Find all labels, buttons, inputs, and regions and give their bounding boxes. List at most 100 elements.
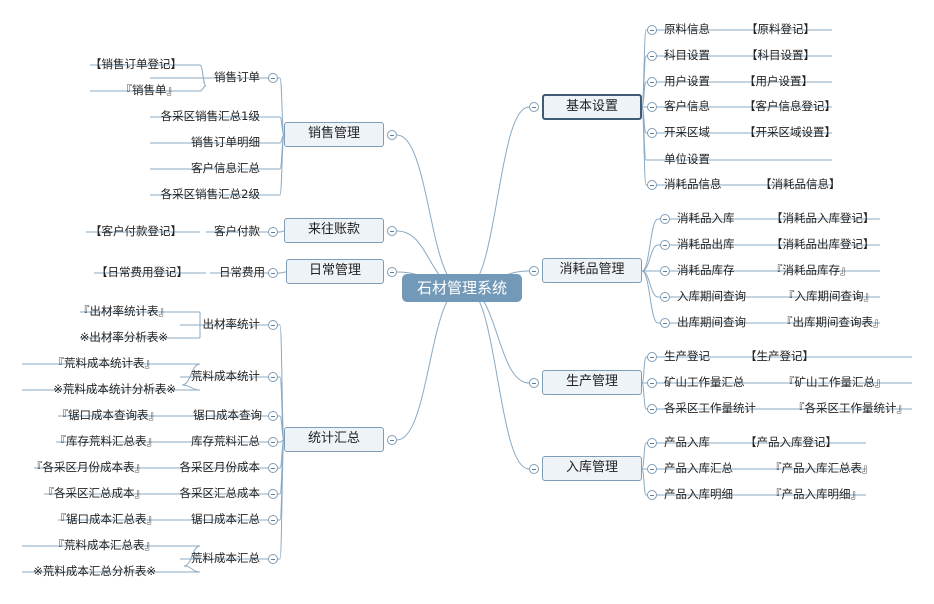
branch-production[interactable]: 生产管理 [542, 370, 642, 395]
item-link[interactable]: 【销售订单登记】 [90, 57, 182, 71]
item-link[interactable]: 『锯口成本汇总表』 [54, 512, 159, 526]
item-link[interactable]: 【消耗品信息】 [760, 177, 841, 191]
item-link[interactable]: 『产品入库明细』 [770, 487, 862, 501]
collapse-icon[interactable] [660, 318, 670, 328]
collapse-icon[interactable] [268, 73, 278, 83]
item-name[interactable]: 锯口成本汇总 [191, 512, 260, 526]
item-name[interactable]: 各采区销售汇总1级 [160, 109, 260, 123]
item-name[interactable]: 消耗品库存 [677, 263, 735, 277]
item-link[interactable]: 『各采区工作量统计』 [793, 401, 908, 415]
item-name[interactable]: 荒料成本统计 [191, 369, 260, 383]
item-link[interactable]: 『产品入库汇总表』 [770, 461, 874, 475]
item-name[interactable]: 客户信息 [664, 99, 710, 113]
item-link[interactable]: 【用户设置】 [744, 74, 813, 88]
collapse-icon[interactable] [268, 411, 278, 421]
item-name[interactable]: 科目设置 [664, 48, 710, 62]
item-name[interactable]: 出材率统计 [202, 317, 261, 331]
collapse-icon[interactable] [647, 51, 657, 61]
item-link[interactable]: 【客户付款登记】 [90, 224, 182, 238]
item-link[interactable]: ※荒料成本统计分析表※ [53, 382, 176, 396]
item-name[interactable]: 消耗品信息 [664, 177, 722, 191]
branch-sales[interactable]: 销售管理 [284, 122, 384, 147]
item-link[interactable]: 『入库期间查询』 [783, 289, 875, 303]
collapse-icon[interactable] [647, 438, 657, 448]
collapse-icon[interactable] [660, 214, 670, 224]
collapse-icon[interactable] [647, 25, 657, 35]
item-link[interactable]: 【消耗品出库登记】 [771, 237, 875, 251]
item-name[interactable]: 消耗品入库 [677, 211, 735, 225]
collapse-icon[interactable] [268, 489, 278, 499]
item-link[interactable]: 【原料登记】 [746, 22, 815, 36]
collapse-icon[interactable] [647, 490, 657, 500]
item-link[interactable]: 『库存荒料汇总表』 [54, 434, 159, 448]
collapse-icon[interactable] [529, 464, 539, 474]
item-link[interactable]: 『各采区月份成本表』 [31, 460, 146, 474]
item-name[interactable]: 各采区月份成本 [179, 460, 261, 474]
item-name[interactable]: 各采区汇总成本 [179, 486, 261, 500]
item-name[interactable]: 原料信息 [664, 22, 710, 36]
item-link[interactable]: 『矿山工作量汇总』 [783, 375, 887, 389]
item-link[interactable]: 【产品入库登记】 [745, 435, 837, 449]
item-name[interactable]: 日常费用 [219, 265, 265, 279]
collapse-icon[interactable] [387, 435, 397, 445]
item-name[interactable]: 产品入库汇总 [664, 461, 733, 475]
collapse-icon[interactable] [268, 227, 278, 237]
root-topic[interactable]: 石材管理系统 [402, 274, 522, 302]
item-link[interactable]: 『荒料成本汇总表』 [52, 538, 157, 552]
collapse-icon[interactable] [387, 226, 397, 236]
item-link[interactable]: ※出材率分析表※ [79, 330, 168, 344]
collapse-icon[interactable] [647, 378, 657, 388]
collapse-icon[interactable] [387, 267, 397, 277]
collapse-icon[interactable] [647, 102, 657, 112]
item-name[interactable]: 荒料成本汇总 [191, 551, 260, 565]
collapse-icon[interactable] [647, 352, 657, 362]
item-link[interactable]: 『销售单』 [120, 83, 179, 97]
item-link[interactable]: 【日常费用登记】 [96, 265, 188, 279]
item-name[interactable]: 矿山工作量汇总 [664, 375, 745, 389]
item-name[interactable]: 用户设置 [664, 74, 710, 88]
item-link[interactable]: 『消耗品库存』 [771, 263, 852, 277]
branch-accounts[interactable]: 来往账款 [284, 218, 384, 243]
item-link[interactable]: 【科目设置】 [746, 48, 815, 62]
collapse-icon[interactable] [268, 372, 278, 382]
item-name[interactable]: 销售订单明细 [191, 135, 260, 149]
collapse-icon[interactable] [529, 378, 539, 388]
item-name[interactable]: 客户信息汇总 [191, 161, 260, 175]
item-link[interactable]: 『荒料成本统计表』 [52, 356, 157, 370]
item-name[interactable]: 产品入库 [664, 435, 710, 449]
collapse-icon[interactable] [387, 130, 397, 140]
branch-basic-settings[interactable]: 基本设置 [542, 94, 642, 120]
item-name[interactable]: 销售订单 [214, 70, 260, 84]
item-name[interactable]: 库存荒料汇总 [191, 434, 260, 448]
item-name[interactable]: 单位设置 [664, 152, 710, 166]
collapse-icon[interactable] [268, 554, 278, 564]
item-name[interactable]: 锯口成本查询 [193, 408, 262, 422]
collapse-icon[interactable] [268, 437, 278, 447]
item-link[interactable]: 【消耗品入库登记】 [771, 211, 875, 225]
item-name[interactable]: 开采区域 [664, 125, 710, 139]
collapse-icon[interactable] [660, 240, 670, 250]
collapse-icon[interactable] [647, 180, 657, 190]
collapse-icon[interactable] [268, 515, 278, 525]
collapse-icon[interactable] [529, 266, 539, 276]
item-name[interactable]: 消耗品出库 [677, 237, 735, 251]
item-name[interactable]: 客户付款 [214, 224, 260, 238]
collapse-icon[interactable] [529, 102, 539, 112]
item-link[interactable]: 『各采区汇总成本』 [42, 486, 147, 500]
collapse-icon[interactable] [647, 128, 657, 138]
item-link[interactable]: 『出库期间查询表』 [781, 315, 885, 329]
collapse-icon[interactable] [268, 463, 278, 473]
item-link[interactable]: 『锯口成本查询表』 [56, 408, 161, 422]
item-name[interactable]: 各采区工作量统计 [664, 401, 756, 415]
branch-statistics[interactable]: 统计汇总 [284, 427, 384, 452]
item-name[interactable]: 入库期间查询 [677, 289, 746, 303]
branch-warehousing[interactable]: 入库管理 [542, 456, 642, 481]
collapse-icon[interactable] [660, 292, 670, 302]
item-name[interactable]: 产品入库明细 [664, 487, 733, 501]
item-name[interactable]: 各采区销售汇总2级 [160, 187, 260, 201]
item-link[interactable]: 『出材率统计表』 [78, 304, 170, 318]
item-link[interactable]: 【客户信息登记】 [744, 99, 836, 113]
collapse-icon[interactable] [647, 464, 657, 474]
item-name[interactable]: 生产登记 [664, 349, 710, 363]
branch-consumables[interactable]: 消耗品管理 [542, 258, 642, 283]
